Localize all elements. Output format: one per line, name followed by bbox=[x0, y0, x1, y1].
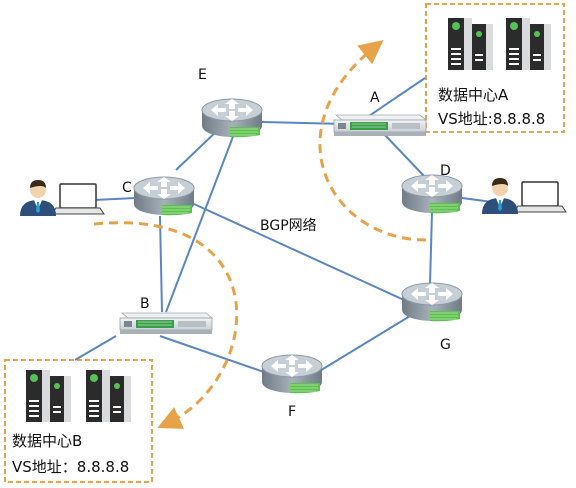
router-icon bbox=[133, 176, 195, 216]
server-tower-icon bbox=[506, 18, 551, 70]
datacenter-b-name: 数据中心B bbox=[12, 432, 83, 450]
router-icon bbox=[401, 282, 463, 322]
switch-device-icon bbox=[333, 114, 427, 137]
datacenter-b-vs-address: VS地址：8.8.8.8 bbox=[12, 458, 130, 476]
switch-device-icon bbox=[119, 312, 213, 335]
server-tower-icon bbox=[448, 18, 493, 70]
network-label: BGP网络 bbox=[260, 218, 317, 234]
node-label-a: A bbox=[370, 90, 380, 106]
server-tower-icon bbox=[26, 370, 71, 422]
link-a-dc-a bbox=[365, 77, 426, 119]
link-b-f bbox=[159, 335, 265, 373]
link-e-b bbox=[165, 133, 235, 313]
link-e-c bbox=[175, 127, 221, 171]
datacenter-a-vs-address: VS地址:8.8.8.8 bbox=[438, 110, 546, 128]
node-label-d: D bbox=[440, 163, 451, 179]
network-links bbox=[74, 77, 501, 373]
route-arrow-to-a bbox=[318, 40, 427, 242]
link-user-c bbox=[93, 197, 137, 201]
router-icon bbox=[261, 354, 323, 394]
datacenter-a-border bbox=[425, 3, 565, 133]
node-label-b: B bbox=[140, 296, 150, 312]
node-label-g: G bbox=[440, 337, 451, 353]
link-d-g bbox=[429, 211, 433, 285]
route-arrow-to-b bbox=[93, 221, 239, 429]
link-b-dc-b bbox=[74, 335, 117, 361]
datacenter-b-border bbox=[4, 359, 153, 483]
link-c-g bbox=[193, 203, 405, 301]
node-label-f: F bbox=[288, 404, 297, 420]
user-with-laptop-icon bbox=[19, 179, 105, 217]
user-with-laptop-icon bbox=[481, 177, 567, 215]
server-tower-icon bbox=[86, 370, 131, 422]
node-label-e: E bbox=[198, 67, 207, 83]
node-label-c: C bbox=[122, 180, 132, 196]
link-c-b bbox=[159, 215, 163, 313]
link-a-d bbox=[383, 133, 425, 177]
router-icon bbox=[401, 174, 463, 214]
link-g-f bbox=[317, 315, 411, 373]
datacenter-a-name: 数据中心A bbox=[438, 86, 509, 104]
link-e-a bbox=[261, 121, 347, 125]
router-icon bbox=[201, 98, 263, 138]
